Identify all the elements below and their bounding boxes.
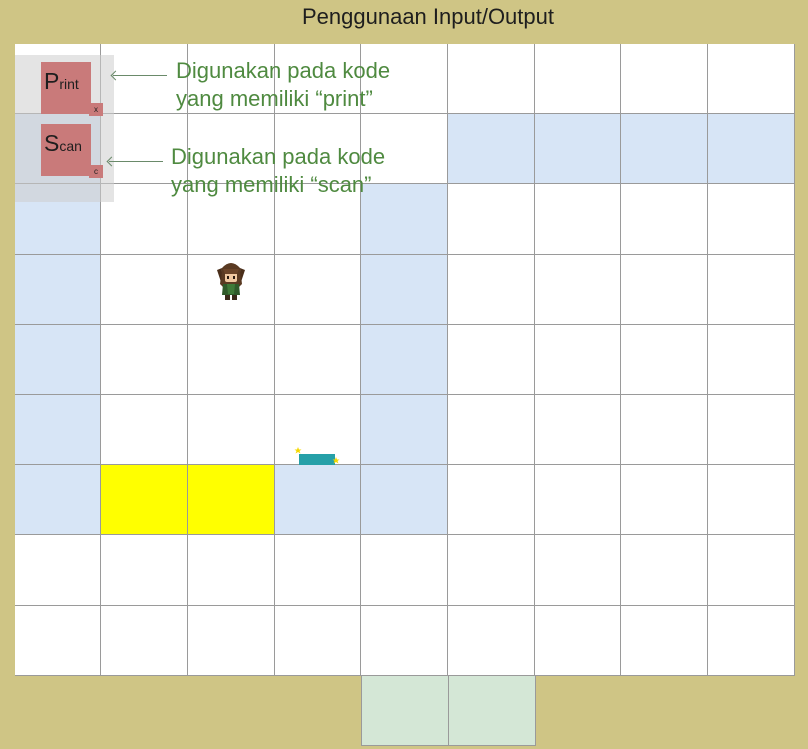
print-key-button[interactable]: Print x	[41, 62, 103, 116]
grid-cell[interactable]	[708, 44, 795, 115]
scan-key-shortcut: c	[89, 165, 103, 178]
grid-cell[interactable]	[361, 605, 448, 676]
grid-cell[interactable]	[535, 465, 621, 536]
grid-cell[interactable]	[15, 395, 101, 466]
grid-cell[interactable]	[188, 605, 275, 676]
grid-cell[interactable]	[621, 114, 708, 185]
grid-cell[interactable]	[535, 44, 621, 115]
player-character-icon[interactable]	[213, 258, 249, 302]
grid-cell[interactable]	[708, 465, 795, 536]
grid-cell[interactable]	[101, 535, 188, 606]
grid-cell[interactable]	[621, 535, 708, 606]
grid-cell[interactable]	[15, 324, 101, 395]
scan-key-rest: can	[59, 138, 82, 154]
scan-note: Digunakan pada kode yang memiliki “scan”	[171, 143, 385, 199]
grid-cell[interactable]	[101, 254, 188, 325]
print-note: Digunakan pada kode yang memiliki “print…	[176, 57, 390, 113]
scan-note-line2: yang memiliki “scan”	[171, 172, 372, 197]
grid-cell[interactable]	[535, 254, 621, 325]
grid-cell[interactable]	[275, 465, 361, 536]
grid-cell[interactable]	[361, 254, 448, 325]
grid-cell[interactable]	[448, 254, 535, 325]
grid-cell[interactable]	[708, 605, 795, 676]
grid-cell[interactable]	[621, 44, 708, 115]
grid-cell[interactable]	[621, 395, 708, 466]
scan-arrow-icon	[109, 161, 163, 162]
grid-cell[interactable]	[188, 324, 275, 395]
grid-cell[interactable]	[448, 184, 535, 255]
grid-cell[interactable]	[535, 605, 621, 676]
grid-cell[interactable]	[188, 535, 275, 606]
grid-cell[interactable]	[361, 114, 448, 185]
scan-key-button[interactable]: Scan c	[41, 124, 103, 178]
grid-cell[interactable]	[448, 44, 535, 115]
grid-cell[interactable]	[708, 324, 795, 395]
grid-cell[interactable]	[361, 324, 448, 395]
grid-cell[interactable]	[708, 254, 795, 325]
scan-note-line1: Digunakan pada kode	[171, 144, 386, 169]
grid-cell[interactable]	[621, 324, 708, 395]
grid-cell[interactable]	[361, 465, 448, 536]
grid-cell[interactable]	[15, 254, 101, 325]
grid-cell[interactable]	[101, 114, 188, 185]
teal-block-item-icon[interactable]	[294, 446, 342, 468]
grid-cell[interactable]	[621, 184, 708, 255]
grid-cell[interactable]	[101, 465, 188, 536]
grid-cell[interactable]	[188, 114, 275, 185]
grid-cell[interactable]	[275, 44, 361, 115]
grid-cell[interactable]	[101, 44, 188, 115]
grid-cell[interactable]	[101, 395, 188, 466]
grid-cell[interactable]	[101, 184, 188, 255]
grid-cell[interactable]	[15, 465, 101, 536]
grid-cell[interactable]	[621, 254, 708, 325]
grid-cell[interactable]	[101, 324, 188, 395]
scan-key-letter: S	[44, 130, 60, 156]
grid-cell[interactable]	[188, 395, 275, 466]
game-grid[interactable]	[15, 44, 795, 676]
grid-cell[interactable]	[621, 465, 708, 536]
exit-cell[interactable]	[448, 675, 536, 746]
grid-cell[interactable]	[361, 395, 448, 466]
grid-cell[interactable]	[448, 465, 535, 536]
grid-cell[interactable]	[535, 184, 621, 255]
grid-cell[interactable]	[535, 395, 621, 466]
print-key-letter: P	[44, 68, 60, 94]
grid-cell[interactable]	[361, 184, 448, 255]
page-title: Penggunaan Input/Output	[302, 4, 554, 29]
grid-cell[interactable]	[448, 324, 535, 395]
grid-cell[interactable]	[708, 395, 795, 466]
print-note-line2: yang memiliki “print”	[176, 86, 373, 111]
grid-cell[interactable]	[275, 184, 361, 255]
grid-cell[interactable]	[275, 535, 361, 606]
grid-cell[interactable]	[535, 114, 621, 185]
grid-cell[interactable]	[188, 44, 275, 115]
print-note-line1: Digunakan pada kode	[176, 58, 391, 83]
grid-cell[interactable]	[275, 605, 361, 676]
grid-cell[interactable]	[448, 395, 535, 466]
grid-cell[interactable]	[361, 44, 448, 115]
grid-cell[interactable]	[708, 535, 795, 606]
grid-cell[interactable]	[188, 465, 275, 536]
grid-cell[interactable]	[188, 184, 275, 255]
grid-cell[interactable]	[15, 535, 101, 606]
grid-cell[interactable]	[708, 114, 795, 185]
grid-cell[interactable]	[448, 605, 535, 676]
print-arrow-icon	[113, 75, 167, 76]
grid-cell[interactable]	[535, 535, 621, 606]
grid-cell[interactable]	[275, 254, 361, 325]
grid-cell[interactable]	[621, 605, 708, 676]
grid-cell[interactable]	[708, 184, 795, 255]
print-key-shortcut: x	[89, 103, 103, 116]
grid-cell[interactable]	[15, 605, 101, 676]
grid-cell[interactable]	[361, 535, 448, 606]
print-key-rest: rint	[59, 76, 79, 92]
grid-cell[interactable]	[188, 254, 275, 325]
grid-cell[interactable]	[275, 324, 361, 395]
grid-cell[interactable]	[275, 114, 361, 185]
grid-cell[interactable]	[535, 324, 621, 395]
grid-cell[interactable]	[448, 535, 535, 606]
exit-cell[interactable]	[361, 675, 449, 746]
grid-cell[interactable]	[101, 605, 188, 676]
grid-cell[interactable]	[448, 114, 535, 185]
